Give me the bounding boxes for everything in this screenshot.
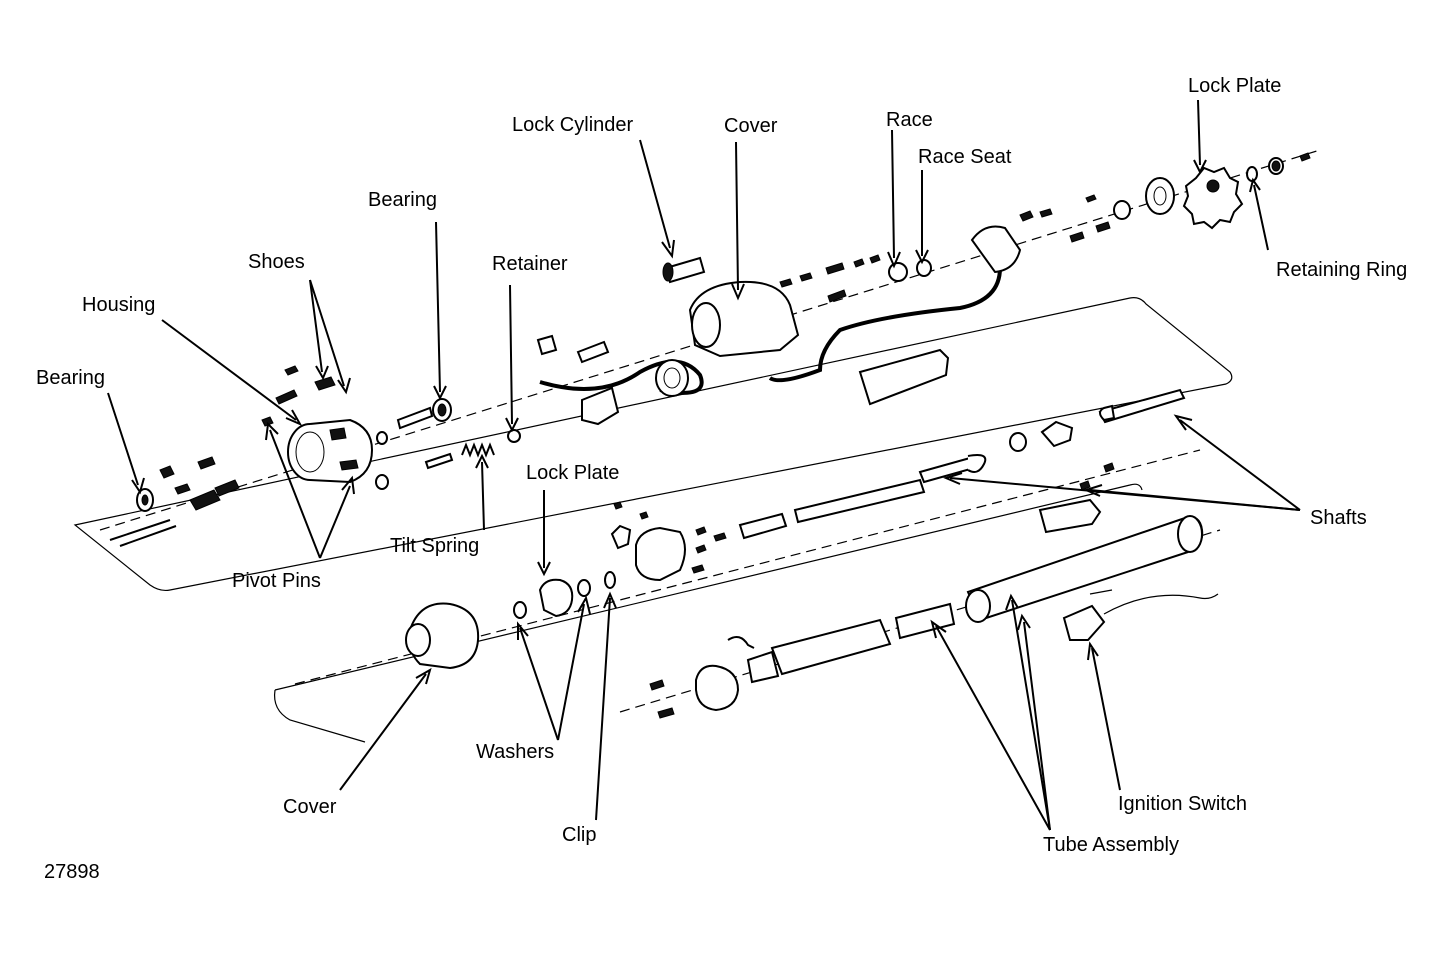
race-part (888, 262, 908, 282)
turn-signal-switch-part (970, 225, 1022, 274)
upper-parts (109, 152, 1311, 547)
lock-plate-top-part (1182, 166, 1244, 230)
label-tilt-spring: Tilt Spring (390, 535, 479, 557)
bushing-part (695, 664, 740, 712)
label-clip: Clip (562, 824, 596, 846)
tube-upper-part (966, 516, 1204, 622)
lock-housing-part (635, 526, 686, 582)
panel-outlines (73, 149, 1321, 743)
lower-parts (405, 515, 1219, 719)
race-seat-part (916, 259, 932, 277)
label-housing: Housing (82, 294, 155, 316)
leader-lines (107, 99, 1301, 831)
label-race-seat: Race Seat (918, 146, 1012, 168)
label-retaining-ring: Retaining Ring (1276, 259, 1407, 281)
label-ignition-switch: Ignition Switch (1118, 793, 1247, 815)
tilt-spring-part (461, 442, 495, 458)
clip-part (604, 571, 616, 589)
universal-joint-part (1040, 420, 1074, 448)
label-shafts: Shafts (1310, 507, 1367, 529)
labels: Lock Plate Lock Cylinder Cover Race Race… (36, 75, 1407, 883)
washer-part (513, 601, 527, 619)
retaining-ring-part (1246, 166, 1258, 182)
label-bearing-upper: Bearing (368, 189, 437, 211)
housing-part (287, 418, 374, 484)
label-retainer: Retainer (492, 253, 568, 275)
cover-plate-part (858, 348, 950, 406)
label-cover-top: Cover (724, 115, 778, 137)
label-washers: Washers (476, 741, 554, 763)
label-cover-bottom: Cover (283, 796, 337, 818)
label-shoes: Shoes (248, 251, 305, 273)
lock-plate-mid-part (538, 578, 574, 618)
retainer-part (507, 429, 521, 443)
bracket-part (581, 386, 620, 426)
label-lock-plate-top: Lock Plate (1188, 75, 1281, 97)
shaft-parts (610, 388, 1186, 582)
label-bearing-left: Bearing (36, 367, 105, 389)
label-tube-assembly: Tube Assembly (1043, 834, 1179, 856)
ignition-switch-part (1062, 604, 1106, 641)
label-pivot-pins: Pivot Pins (232, 570, 321, 592)
tube-lower-part (770, 618, 892, 676)
label-lock-plate-mid: Lock Plate (526, 462, 619, 484)
figure-id: 27898 (44, 861, 100, 883)
label-lock-cylinder: Lock Cylinder (512, 114, 634, 136)
shaft-part (793, 478, 926, 524)
label-race: Race (886, 109, 933, 131)
